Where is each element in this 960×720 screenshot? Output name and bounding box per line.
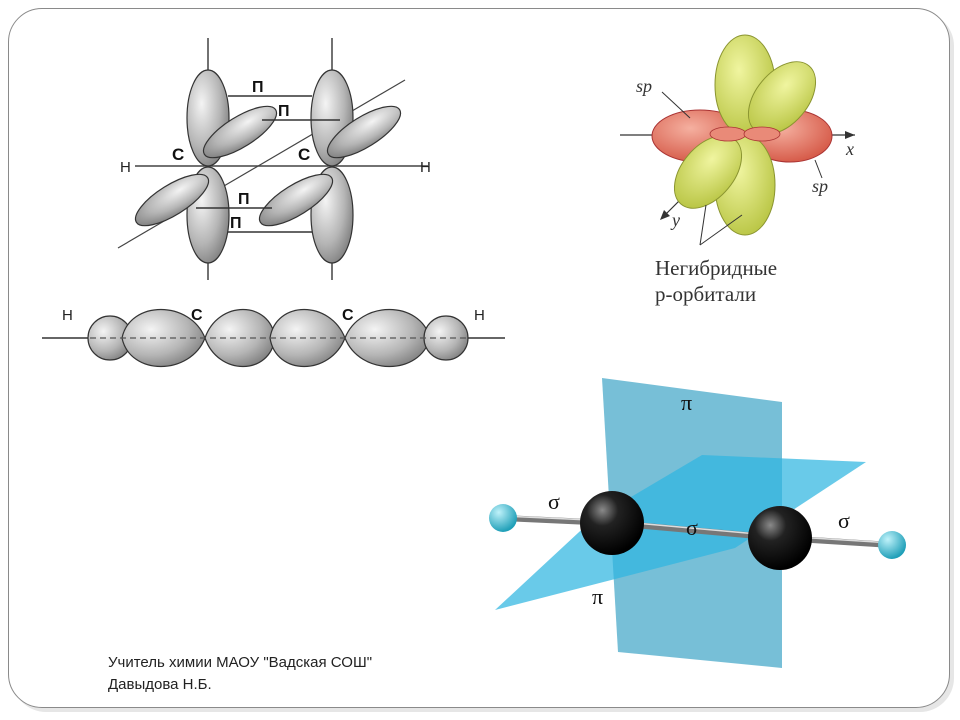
y-axis-label: y bbox=[670, 210, 680, 230]
sp-hybrid-diagram: sp sp x y Негибридные p-орбитали bbox=[620, 34, 855, 306]
sp-top-label: sp bbox=[636, 76, 652, 96]
hydrogen-atom-right bbox=[878, 531, 906, 559]
p-lobe bbox=[202, 105, 278, 159]
pi-label: П bbox=[238, 191, 250, 208]
pi-bottom-label: π bbox=[592, 584, 603, 609]
molecule-3d-diagram: π π σ σ σ bbox=[489, 378, 906, 668]
h-left-label: H bbox=[62, 307, 73, 324]
caption-line-1: Негибридные bbox=[655, 256, 777, 280]
sp-lobe bbox=[344, 308, 431, 368]
c-left-label: C bbox=[191, 307, 203, 324]
caption-line-2: p-орбитали bbox=[655, 282, 756, 306]
h-right-label: H bbox=[474, 307, 485, 324]
sigma-center-label: σ bbox=[686, 515, 698, 540]
carbon-atom-left bbox=[580, 491, 644, 555]
footer-line-2: Давыдова Н.Б. bbox=[108, 676, 212, 693]
pi-label: П bbox=[252, 79, 264, 96]
pi-orbitals-diagram: H H C C П П П П bbox=[117, 38, 431, 280]
sp-right-label: sp bbox=[812, 176, 828, 196]
sigma-right-label: σ bbox=[838, 508, 850, 533]
pi-label: П bbox=[230, 215, 242, 232]
sigma-left-label: σ bbox=[548, 489, 560, 514]
h-left-label: H bbox=[120, 159, 131, 176]
x-axis-label: x bbox=[845, 139, 854, 159]
h-right-label: H bbox=[420, 159, 431, 176]
sigma-orbitals-diagram: H H C C bbox=[42, 307, 505, 368]
pi-top-label: π bbox=[681, 390, 692, 415]
c-left-label: C bbox=[172, 145, 184, 164]
pi-plane-horizontal bbox=[495, 455, 866, 610]
p-lobe bbox=[326, 105, 402, 159]
footer-author: Учитель химии МАОУ "Вадская СОШ" Давыдов… bbox=[108, 652, 372, 696]
pi-label: П bbox=[278, 103, 290, 120]
c-right-label: C bbox=[342, 307, 354, 324]
footer-line-1: Учитель химии МАОУ "Вадская СОШ" bbox=[108, 654, 373, 671]
carbon-atom-right bbox=[748, 506, 812, 570]
p-lobe bbox=[134, 173, 210, 227]
c-right-label: C bbox=[298, 145, 310, 164]
hydrogen-atom-left bbox=[489, 504, 517, 532]
p-lobe bbox=[258, 173, 334, 227]
